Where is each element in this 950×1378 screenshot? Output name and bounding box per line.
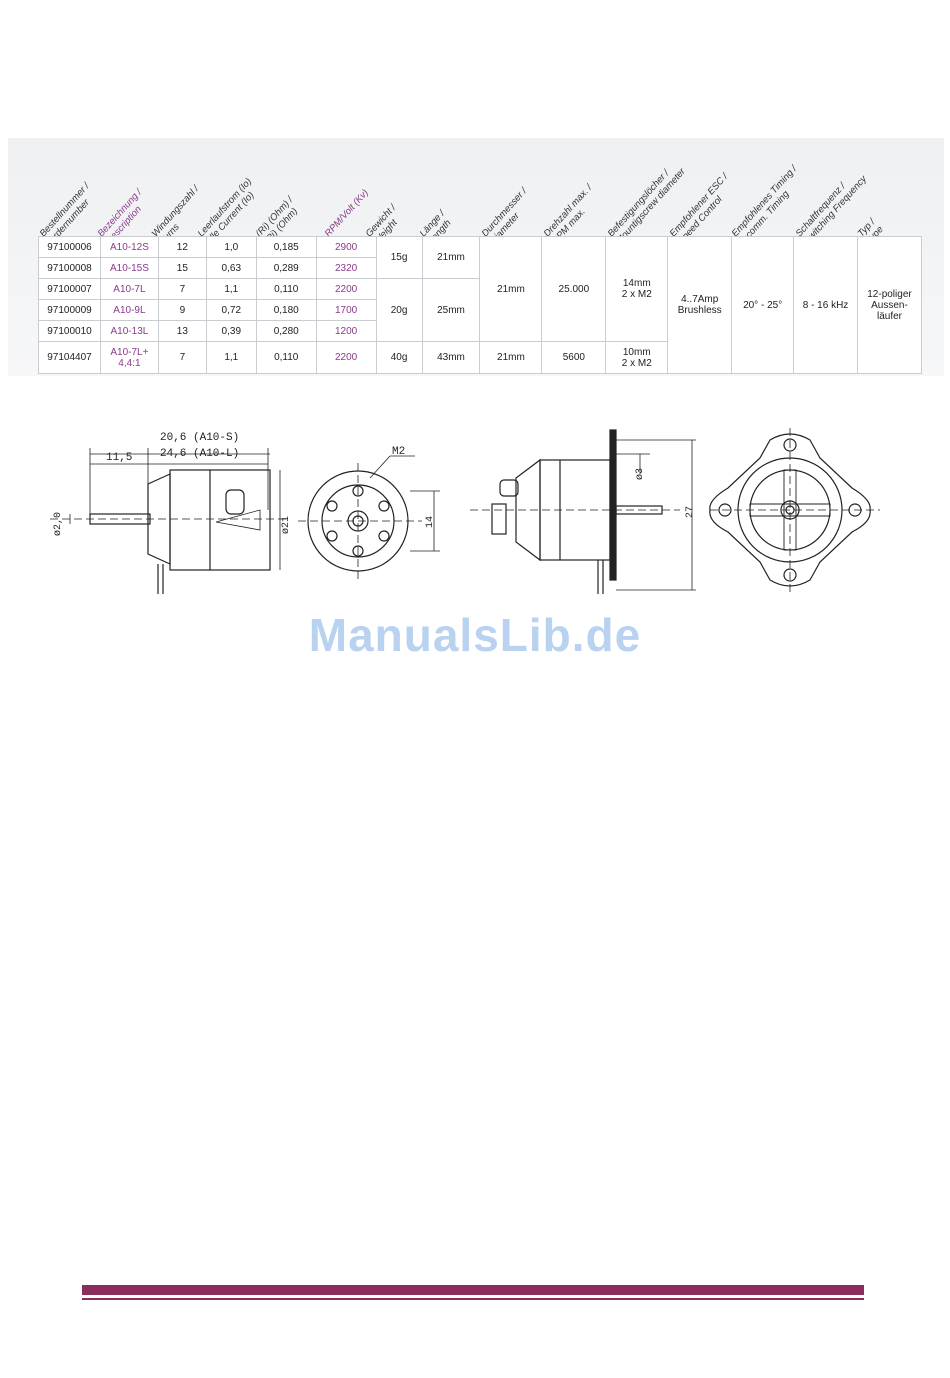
cell-rpm-max: 5600 <box>541 341 607 374</box>
side-view: 11,5 20,6 (A10-S) 24,6 (A10-L) ø2,0 ø21 <box>50 432 292 594</box>
cell-order: 97100007 <box>38 278 101 300</box>
dim-hole-diameter: ø3 <box>635 468 646 480</box>
table-row: 97104407 A10-7L+4,4:1 7 1,1 0,110 2200 4… <box>38 341 922 374</box>
cell-description: A10-13L <box>99 320 159 342</box>
front-view: M2 14 <box>298 446 440 583</box>
cell-kv: 2200 <box>315 341 377 374</box>
dim-body-diameter: ø21 <box>281 516 292 534</box>
cell-resistance: 0,280 <box>255 320 317 342</box>
cell-turns: 7 <box>157 278 207 300</box>
cell-idle-current: 0,39 <box>205 320 257 342</box>
cell-idle-current: 1,1 <box>205 278 257 300</box>
cell-resistance: 0,180 <box>255 299 317 321</box>
cell-description: A10-15S <box>99 257 159 279</box>
cell-idle-current: 1,0 <box>205 236 257 258</box>
cell-weight: 20g <box>375 278 423 342</box>
cell-turns: 12 <box>157 236 207 258</box>
dim-shaft-length: 11,5 <box>106 452 132 464</box>
cell-kv: 1200 <box>315 320 377 342</box>
dim-screw-size: M2 <box>392 446 405 458</box>
cell-diameter: 21mm <box>479 341 543 374</box>
cell-order: 97104407 <box>38 341 101 374</box>
table-row: 97100009 A10-9L 9 0,72 0,180 1700 <box>38 299 922 321</box>
cell-idle-current: 0,72 <box>205 299 257 321</box>
dim-overall-s: 20,6 (A10-S) <box>160 432 239 444</box>
cell-timing: 20° - 25° <box>731 236 795 374</box>
dim-shaft-diameter: ø2,0 <box>53 512 64 536</box>
cell-resistance: 0,289 <box>255 257 317 279</box>
table-row: 97100007 A10-7L 7 1,1 0,110 2200 20g 25m… <box>38 278 922 342</box>
cell-weight: 40g <box>375 341 423 374</box>
cell-description: A10-7L+4,4:1 <box>99 341 159 374</box>
cell-description: A10-7L <box>99 278 159 300</box>
cell-kv: 2200 <box>315 278 377 300</box>
cell-kv: 2320 <box>315 257 377 279</box>
cell-turns: 15 <box>157 257 207 279</box>
table-row: 97100010 A10-13L 13 0,39 0,280 1200 <box>38 320 922 342</box>
cell-resistance: 0,110 <box>255 278 317 300</box>
cell-idle-current: 0,63 <box>205 257 257 279</box>
cell-order: 97100009 <box>38 299 101 321</box>
cell-length: 21mm <box>421 236 481 279</box>
cell-order: 97100008 <box>38 257 101 279</box>
cell-description: A10-9L <box>99 299 159 321</box>
cell-diameter: 21mm <box>479 236 543 342</box>
cell-order: 97100010 <box>38 320 101 342</box>
motor-spec-table: 97100006 A10-12S 12 1,0 0,185 2900 15g 2… <box>38 236 923 374</box>
cell-resistance: 0,110 <box>255 341 317 374</box>
mount-front-view <box>709 428 880 594</box>
dim-mount-height: 27 <box>685 506 696 518</box>
watermark: ManualsLib.de <box>308 609 642 661</box>
cell-turns: 7 <box>157 341 207 374</box>
cell-kv: 1700 <box>315 299 377 321</box>
cell-kv: 2900 <box>315 236 377 258</box>
dim-hole-spacing: 14 <box>425 516 436 528</box>
table-row: 97100006 A10-12S 12 1,0 0,185 2900 15g 2… <box>38 236 923 374</box>
gear-side-view: ø3 27 <box>470 429 696 594</box>
cell-turns: 9 <box>157 299 207 321</box>
cell-idle-current: 1,1 <box>205 341 257 374</box>
footer-bar <box>82 1285 864 1295</box>
cell-turns: 13 <box>157 320 207 342</box>
cell-resistance: 0,185 <box>255 236 317 258</box>
footer-line <box>82 1298 864 1300</box>
cell-frequency: 8 - 16 kHz <box>793 236 858 374</box>
cell-weight: 15g <box>375 236 423 279</box>
dim-overall-l: 24,6 (A10-L) <box>160 448 239 460</box>
cell-rpm-max: 25.000 <box>541 236 607 342</box>
cell-length: 25mm <box>421 278 481 342</box>
cell-description: A10-12S <box>99 236 159 258</box>
cell-order: 97100006 <box>38 236 101 258</box>
technical-drawing: 11,5 20,6 (A10-S) 24,6 (A10-L) ø2,0 ø21 … <box>50 428 880 594</box>
cell-length: 43mm <box>421 341 481 374</box>
